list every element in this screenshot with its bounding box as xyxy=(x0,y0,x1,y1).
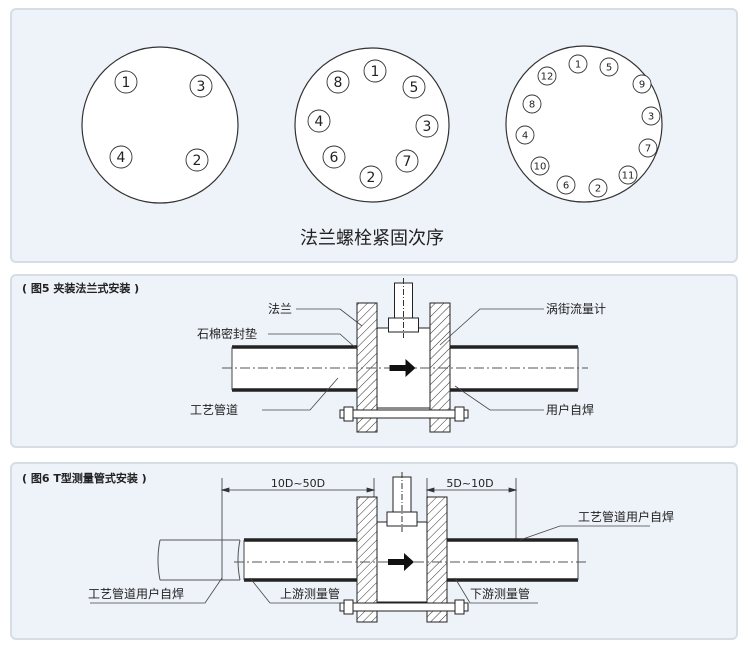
nut xyxy=(454,599,465,615)
label-vortex-flowmeter: 涡街流量计 xyxy=(546,302,606,316)
bolt-number: 10 xyxy=(534,162,547,173)
bolt-number: 4 xyxy=(315,114,324,130)
nut xyxy=(343,406,354,422)
downstream-pipe xyxy=(447,540,578,580)
bolt-number: 1 xyxy=(575,60,581,71)
bolt-number: 12 xyxy=(541,72,554,83)
bolt-hole xyxy=(537,66,557,86)
label-process-pipe: 工艺管道 xyxy=(190,402,238,417)
bolt-number: 2 xyxy=(595,184,601,195)
bolt-number: 3 xyxy=(423,119,432,135)
bolt-sequence-title: 法兰螺栓紧固次序 xyxy=(300,228,444,249)
bolt-hole xyxy=(588,178,608,198)
bolt-number: 5 xyxy=(606,63,612,74)
bolt-hole xyxy=(109,145,133,169)
bolt-number: 8 xyxy=(529,100,535,111)
bolt-number: 2 xyxy=(193,153,202,169)
pipe-walls xyxy=(232,345,578,392)
bolt-number: 3 xyxy=(197,79,206,95)
bolt-number: 7 xyxy=(403,154,412,170)
bolt-number: 6 xyxy=(563,181,569,192)
bolt-number: 4 xyxy=(522,131,528,142)
bolt-number: 7 xyxy=(645,144,651,155)
bolt-number: 5 xyxy=(410,80,419,96)
bolt-hole xyxy=(556,175,576,195)
bolt-hole xyxy=(632,74,652,94)
dim-downstream: 5D~10D xyxy=(446,477,493,490)
bolt-number: 9 xyxy=(639,80,645,91)
bolt-hole xyxy=(515,125,535,145)
bolt-hole xyxy=(395,149,419,173)
fig5-title: ( 图5 夹装法兰式安装 ) xyxy=(22,281,139,295)
bolt-hole xyxy=(363,59,387,83)
bolt-number: 8 xyxy=(334,75,343,91)
label-upstream-pipe: 上游测量管 xyxy=(280,586,340,601)
label-downstream-pipe: 下游测量管 xyxy=(470,586,530,601)
flow-arrow-icon xyxy=(388,553,414,571)
bolt-hole xyxy=(568,54,588,74)
bolt xyxy=(339,602,469,612)
process-pipe xyxy=(157,539,241,581)
fig6-leaders xyxy=(90,525,650,604)
dim-upstream: 10D~50D xyxy=(271,477,325,490)
bolt-hole xyxy=(114,70,138,94)
flange-circle xyxy=(81,46,239,204)
bolt-hole xyxy=(638,138,658,158)
bolt xyxy=(339,409,469,419)
bolt-hole xyxy=(189,74,213,98)
bolt-hole xyxy=(185,148,209,172)
bolt-hole xyxy=(359,165,383,189)
fig6-title: ( 图6 T型测量管式安装 ) xyxy=(22,471,147,485)
bolt-hole xyxy=(326,70,350,94)
bolt-number: 4 xyxy=(117,150,126,166)
bolt-hole xyxy=(402,75,426,99)
label-flange: 法兰 xyxy=(268,302,292,316)
bolt-number: 1 xyxy=(371,64,380,80)
nut xyxy=(343,599,354,615)
bolt-number: 6 xyxy=(330,150,339,166)
bolt-hole xyxy=(522,94,542,114)
pipe-walls xyxy=(244,538,578,582)
bolt-hole xyxy=(618,165,638,185)
label-weld-right: 工艺管道用户自焊 xyxy=(578,509,674,524)
fig5-meter-drawing xyxy=(222,278,588,433)
bolt-hole xyxy=(415,114,439,138)
label-gasket: 石棉密封垫 xyxy=(197,326,257,341)
upstream-pipe xyxy=(244,540,357,580)
bolt-hole xyxy=(307,109,331,133)
bolt-number: 3 xyxy=(648,112,654,123)
pipe-ends xyxy=(243,540,579,580)
flow-arrow-icon xyxy=(389,359,416,377)
bolt-number: 11 xyxy=(622,171,635,182)
bolt-hole xyxy=(322,145,346,169)
bolt-hole xyxy=(641,106,661,126)
label-user-weld: 用户自焊 xyxy=(546,402,594,417)
label-weld-left: 工艺管道用户自焊 xyxy=(88,586,184,601)
bolt-number: 1 xyxy=(122,75,131,91)
bolt-number: 2 xyxy=(367,170,376,186)
nut xyxy=(454,406,465,422)
fig5-leaders xyxy=(262,308,544,411)
fig6-meter-drawing xyxy=(157,472,588,623)
bolt-hole xyxy=(599,57,619,77)
bolt-hole xyxy=(530,156,550,176)
